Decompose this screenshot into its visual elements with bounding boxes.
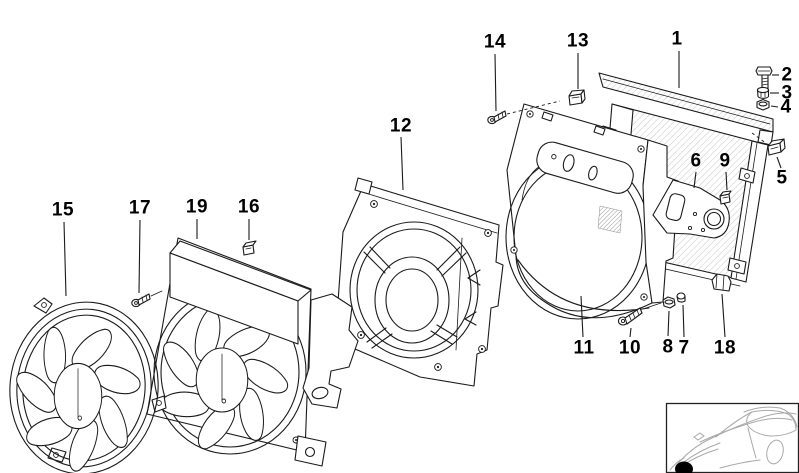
nut-part4 bbox=[756, 98, 770, 111]
screw-part10 bbox=[617, 302, 662, 326]
fan-assembly-part19 bbox=[146, 237, 359, 467]
clip-part5 bbox=[767, 138, 786, 156]
screw-part17 bbox=[131, 290, 163, 308]
clip-part16 bbox=[242, 240, 257, 256]
leader-line-7 bbox=[682, 304, 685, 338]
leader-line-6 bbox=[693, 171, 697, 189]
bracket-part6 bbox=[652, 179, 730, 239]
fan-shroud-part12 bbox=[337, 177, 504, 387]
leader-line-10 bbox=[629, 327, 632, 338]
screw-part14 bbox=[487, 110, 507, 125]
leader-line-11 bbox=[580, 295, 584, 338]
leader-line-12 bbox=[400, 136, 404, 191]
clip-part13 bbox=[568, 89, 586, 106]
leader-line-5 bbox=[776, 156, 782, 169]
fan-part15 bbox=[9, 297, 167, 473]
nut-part3 bbox=[756, 86, 770, 99]
leader-line-14 bbox=[494, 53, 497, 112]
leader-line-8 bbox=[667, 310, 670, 337]
cap-part18 bbox=[711, 273, 732, 292]
mounting-bar-part1 bbox=[598, 72, 774, 146]
leader-line-9 bbox=[725, 171, 728, 191]
car-outline bbox=[669, 406, 798, 471]
leader-line-18 bbox=[721, 293, 726, 338]
clip-part9 bbox=[719, 190, 732, 205]
plug-part8 bbox=[662, 296, 676, 309]
car-location-inset bbox=[665, 402, 799, 473]
pin-part7 bbox=[676, 292, 686, 303]
location-marker-dot bbox=[675, 461, 693, 473]
bolt-part2 bbox=[755, 66, 773, 90]
leader-line-4 bbox=[770, 105, 779, 108]
leader-line-17 bbox=[138, 219, 141, 294]
leader-line-15 bbox=[63, 221, 67, 297]
leader-lines bbox=[63, 51, 782, 338]
